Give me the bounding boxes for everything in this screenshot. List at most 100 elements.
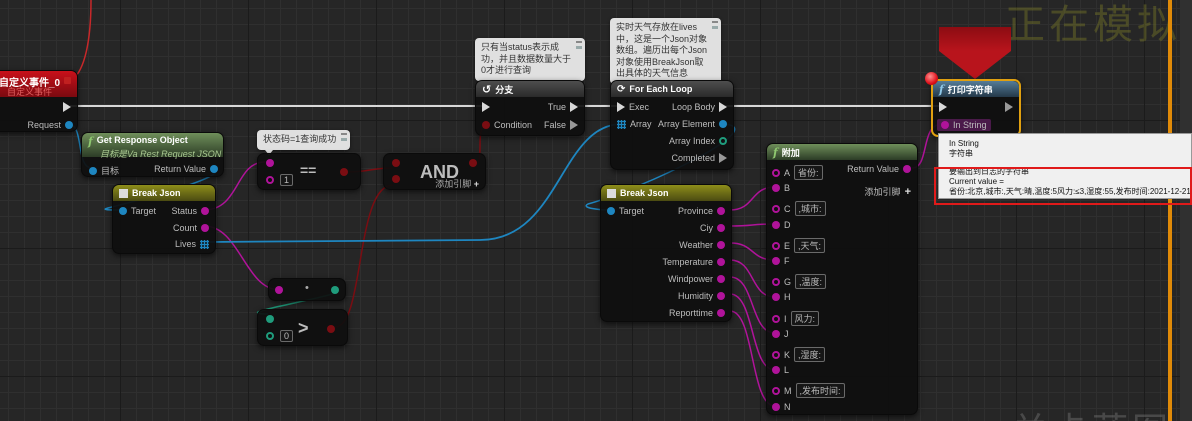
delegate-pin-icon[interactable] bbox=[64, 77, 71, 84]
exec-out-pin[interactable] bbox=[1005, 102, 1013, 112]
input-pin-d[interactable] bbox=[772, 221, 780, 229]
a-pin[interactable] bbox=[392, 159, 400, 167]
weather-pin[interactable] bbox=[717, 241, 725, 249]
operator-label: > bbox=[298, 318, 309, 338]
humidity-pin[interactable] bbox=[717, 292, 725, 300]
return-value-pin[interactable] bbox=[903, 165, 911, 173]
custom-event-node[interactable]: 自定义事件_0 自定义事件 Request bbox=[0, 70, 78, 132]
array-pin-icon[interactable] bbox=[617, 119, 626, 129]
input-pin-b[interactable] bbox=[772, 184, 780, 192]
tooltip-description: 要输出到日志的字符串 bbox=[949, 167, 1029, 176]
loop-comment[interactable]: 实时天气存放在lives中，这是一个Json对象数组。遍历出每个Json对象使用… bbox=[610, 18, 721, 88]
exec-in-pin[interactable] bbox=[939, 102, 947, 112]
literal-e[interactable]: ,天气: bbox=[794, 238, 826, 253]
array-index-pin[interactable] bbox=[719, 137, 727, 145]
branch-comment[interactable]: 只有当status表示成功，并且数据数量大于0才进行查询 bbox=[475, 38, 585, 85]
add-pin-button[interactable]: 添加引脚 + bbox=[435, 177, 479, 190]
print-string-node[interactable]: f 打印字符串 In String bbox=[931, 79, 1021, 137]
event-title: 自定义事件_0 bbox=[0, 78, 61, 89]
input-pin-l[interactable] bbox=[772, 366, 780, 374]
pin-name: M bbox=[784, 385, 792, 396]
vertical-scrollbar[interactable] bbox=[1180, 0, 1192, 421]
true-pin[interactable] bbox=[570, 102, 578, 112]
break-json-node-2[interactable]: Break Json Target Province Ciy Weather T… bbox=[600, 184, 732, 322]
in-string-label: In String bbox=[953, 120, 987, 130]
input-pin-e[interactable] bbox=[772, 241, 780, 250]
result-pin[interactable] bbox=[340, 168, 348, 176]
input-pin-g[interactable] bbox=[772, 277, 780, 286]
target-pin[interactable] bbox=[119, 207, 127, 215]
pin-comment-icon[interactable] bbox=[576, 41, 582, 49]
exec-pin[interactable] bbox=[617, 102, 625, 112]
status-pin[interactable] bbox=[201, 207, 209, 215]
array-pin-icon[interactable] bbox=[200, 239, 209, 249]
return-value-label: Return Value bbox=[154, 164, 206, 174]
input-pin-a[interactable] bbox=[772, 168, 780, 177]
b-pin[interactable] bbox=[392, 175, 400, 183]
break-json-node-1[interactable]: Break Json Target Status Count Lives bbox=[112, 184, 216, 254]
input-pin-c[interactable] bbox=[772, 204, 780, 213]
debug-arrow-body bbox=[939, 27, 1011, 51]
condition-pin[interactable] bbox=[482, 121, 490, 129]
request-label: Request bbox=[27, 120, 61, 130]
result-pin[interactable] bbox=[469, 159, 477, 167]
literal-a[interactable]: 省份: bbox=[794, 165, 823, 180]
input-pin-i[interactable] bbox=[772, 314, 780, 323]
input-pin-f[interactable] bbox=[772, 257, 780, 265]
false-pin[interactable] bbox=[570, 120, 578, 130]
loop-body-pin[interactable] bbox=[719, 102, 727, 112]
array-element-pin[interactable] bbox=[719, 120, 727, 128]
array-element-label: Array Element bbox=[657, 119, 715, 129]
greater-node[interactable]: 0 > bbox=[257, 309, 348, 346]
input-pin-n[interactable] bbox=[772, 403, 780, 411]
input-pin-j[interactable] bbox=[772, 330, 780, 338]
target-label: Target bbox=[131, 206, 157, 216]
input-pin-k[interactable] bbox=[772, 350, 780, 359]
get-response-object-node[interactable]: f Get Response Object 目标是Va Rest Request… bbox=[81, 132, 224, 177]
in-string-pin[interactable] bbox=[941, 121, 949, 129]
branch-node[interactable]: ↺ 分支 True Condition False bbox=[475, 80, 585, 136]
status-comment[interactable]: 状态码=1查询成功 bbox=[257, 130, 351, 154]
literal-k[interactable]: ,湿度: bbox=[794, 347, 826, 362]
for-each-loop-node[interactable]: ⟳ For Each Loop Exec Loop Body Array Arr… bbox=[610, 80, 734, 170]
literal-value[interactable]: 0 bbox=[280, 330, 294, 342]
out-pin[interactable] bbox=[331, 286, 339, 294]
a-pin[interactable] bbox=[266, 159, 274, 167]
input-pin-m[interactable] bbox=[772, 386, 780, 395]
and-node[interactable]: AND 添加引脚 + bbox=[383, 153, 486, 190]
reporttime-pin[interactable] bbox=[717, 309, 725, 317]
literal-i[interactable]: 风力: bbox=[790, 311, 820, 326]
temperature-pin[interactable] bbox=[717, 258, 725, 266]
input-pin-h[interactable] bbox=[772, 293, 780, 301]
literal-g[interactable]: ,温度: bbox=[795, 274, 827, 289]
breakpoint-icon[interactable] bbox=[925, 72, 938, 85]
target-pin[interactable] bbox=[89, 166, 97, 175]
literal-c[interactable]: ,城市: bbox=[794, 201, 826, 216]
pin-comment-icon[interactable] bbox=[341, 133, 348, 141]
result-pin[interactable] bbox=[327, 325, 335, 333]
province-pin[interactable] bbox=[717, 207, 725, 215]
b-pin[interactable] bbox=[266, 332, 274, 340]
count-pin[interactable] bbox=[201, 224, 209, 232]
city-pin[interactable] bbox=[717, 224, 725, 232]
add-pin-button[interactable]: 添加引脚+ bbox=[865, 185, 911, 198]
equal-node[interactable]: 1 == bbox=[257, 153, 361, 190]
exec-in-pin[interactable] bbox=[482, 102, 490, 112]
a-pin[interactable] bbox=[266, 315, 274, 323]
exec-out-pin[interactable] bbox=[63, 102, 71, 112]
target-pin[interactable] bbox=[607, 207, 615, 215]
in-pin[interactable] bbox=[275, 286, 283, 294]
literal-m[interactable]: ,发布时间: bbox=[795, 383, 845, 398]
pin-name: H bbox=[784, 292, 791, 302]
completed-pin[interactable] bbox=[719, 153, 727, 163]
return-value-pin[interactable] bbox=[210, 165, 218, 173]
b-pin[interactable] bbox=[266, 176, 274, 184]
node-title: Break Json bbox=[132, 188, 181, 198]
request-pin[interactable] bbox=[65, 121, 73, 129]
reroute-node[interactable]: • bbox=[268, 278, 346, 301]
pin-name: G bbox=[784, 276, 792, 287]
literal-value[interactable]: 1 bbox=[280, 174, 294, 186]
pin-comment-icon[interactable] bbox=[712, 21, 718, 29]
windpower-pin[interactable] bbox=[717, 275, 725, 283]
